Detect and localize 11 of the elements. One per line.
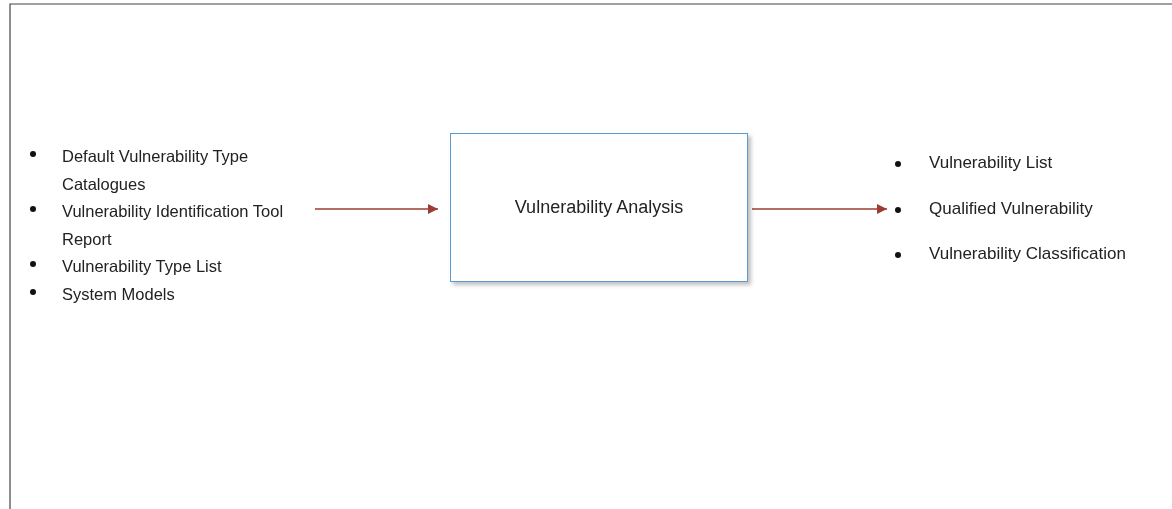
list-item-text: Vulnerability Classification <box>929 244 1127 264</box>
process-box <box>450 133 748 282</box>
list-item-text: Default Vulnerability Type Catalogues <box>62 146 250 195</box>
arrow <box>751 204 888 214</box>
process-label: Vulnerability Analysis <box>514 197 684 218</box>
list-item-text: System Models <box>62 283 176 305</box>
list-item-text: Qualified Vulnerability <box>929 198 1094 219</box>
arrow <box>314 204 439 214</box>
list-item-text: Vulnerability Identification Tool Report <box>62 201 285 250</box>
list-item-text: Vulnerability List <box>929 153 1054 173</box>
list-item-text: Vulnerability Type List <box>62 256 223 277</box>
